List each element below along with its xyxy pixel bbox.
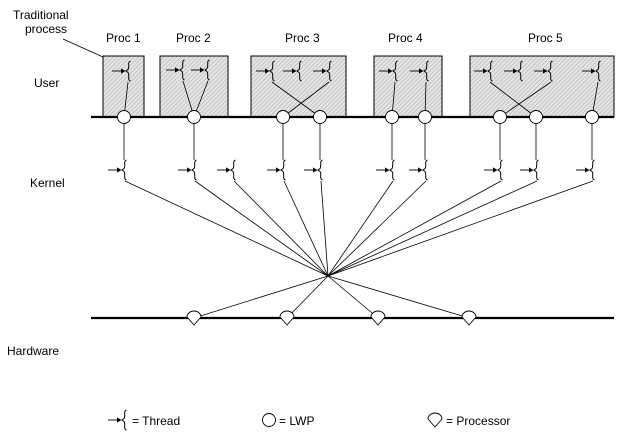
kernel-thread-icon bbox=[575, 159, 595, 181]
lwp-icon bbox=[117, 110, 131, 124]
kernel-dispatch-link bbox=[233, 180, 329, 277]
processor-link bbox=[193, 275, 329, 319]
lwp-icon bbox=[276, 110, 290, 124]
processor-icon bbox=[370, 310, 386, 326]
lwp-icon bbox=[585, 110, 599, 124]
process-label-5: Proc 5 bbox=[528, 31, 563, 45]
kernel-dispatch-link bbox=[283, 180, 329, 277]
kernel-thread-icon bbox=[483, 159, 503, 181]
kernel-dispatch-link bbox=[327, 180, 394, 277]
process-box-5 bbox=[469, 55, 615, 118]
traditional-process-label-line2: process bbox=[25, 22, 67, 36]
process-box-1 bbox=[102, 55, 145, 118]
process-box-3 bbox=[250, 55, 347, 118]
kernel-thread-icon bbox=[408, 159, 428, 181]
legend-processor-label: = Processor bbox=[446, 414, 510, 428]
kernel-thread-icon bbox=[216, 159, 236, 181]
kernel-dispatch-link bbox=[327, 180, 502, 277]
lwp-icon bbox=[529, 110, 543, 124]
kernel-thread-icon bbox=[375, 159, 395, 181]
kernel-thread-icon bbox=[266, 159, 286, 181]
legend-lwp-label: = LWP bbox=[279, 414, 314, 428]
process-label-2: Proc 2 bbox=[176, 31, 211, 45]
kernel-thread-icon bbox=[303, 159, 323, 181]
process-label-1: Proc 1 bbox=[106, 31, 141, 45]
processor-icon bbox=[186, 310, 202, 326]
process-box-2 bbox=[159, 55, 229, 118]
kernel-dispatch-link bbox=[124, 180, 329, 277]
processor-link bbox=[327, 275, 379, 319]
kernel-thread-icon bbox=[107, 159, 127, 181]
processor-icon bbox=[427, 412, 443, 428]
process-box-4 bbox=[373, 55, 443, 118]
legend-thread-label: = Thread bbox=[132, 414, 180, 428]
thread-lwp-link bbox=[499, 81, 552, 118]
lwp-icon bbox=[493, 110, 507, 124]
lwp-icon bbox=[418, 110, 432, 124]
kernel-dispatch-link bbox=[327, 180, 538, 277]
thread-lwp-link bbox=[271, 81, 321, 118]
process-label-3: Proc 3 bbox=[285, 31, 320, 45]
lwp-icon bbox=[313, 110, 327, 124]
lwp-icon bbox=[262, 413, 276, 427]
thread-lwp-link bbox=[489, 81, 537, 118]
traditional-process-pointer bbox=[62, 38, 104, 58]
kernel-thread-icon bbox=[519, 159, 539, 181]
traditional-process-label-line1: Traditional bbox=[13, 8, 69, 22]
processor-icon bbox=[279, 310, 295, 326]
kernel-layer-label: Kernel bbox=[30, 176, 65, 190]
kernel-dispatch-link bbox=[327, 180, 427, 277]
processor-link bbox=[286, 275, 329, 319]
lwp-icon bbox=[187, 110, 201, 124]
hardware-layer-label: Hardware bbox=[7, 344, 59, 358]
kernel-dispatch-link bbox=[194, 180, 329, 277]
processor-link bbox=[327, 275, 470, 319]
lwp-icon bbox=[385, 110, 399, 124]
legend: = Thread = LWP = Processor bbox=[107, 409, 510, 431]
thread-lwp-link bbox=[282, 81, 330, 118]
kernel-thread-icon bbox=[177, 159, 197, 181]
kernel-dispatch-link bbox=[320, 180, 329, 277]
process-label-4: Proc 4 bbox=[388, 31, 423, 45]
processor-icon bbox=[461, 310, 477, 326]
thread-icon bbox=[107, 409, 127, 431]
kernel-dispatch-link bbox=[327, 180, 594, 277]
user-layer-label: User bbox=[34, 76, 59, 90]
